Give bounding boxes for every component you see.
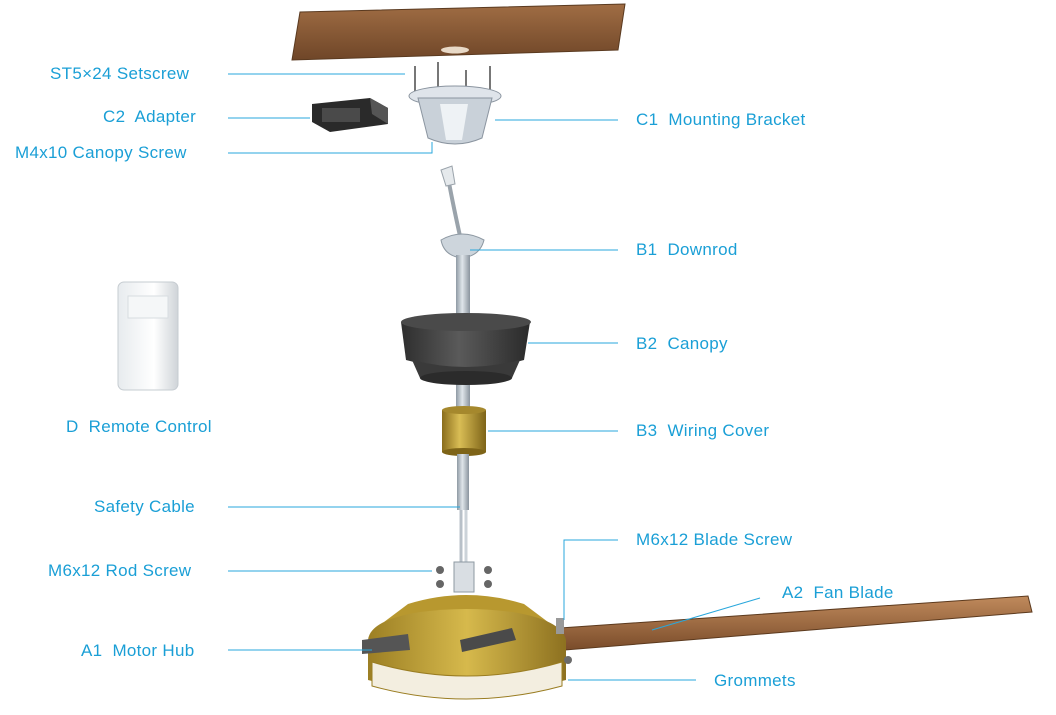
label-m6-rod-screw: M6x12 Rod Screw bbox=[48, 561, 192, 580]
label-c1-mounting-bracket: C1 Mounting Bracket bbox=[636, 110, 806, 129]
wire-bundle bbox=[440, 165, 462, 237]
ceiling-block bbox=[291, 3, 626, 61]
leader-a2-fan-blade bbox=[651, 597, 761, 631]
mounting-bracket-part bbox=[408, 62, 502, 145]
label-m6-blade-screw: M6x12 Blade Screw bbox=[636, 530, 793, 549]
motor-hub-part bbox=[362, 595, 572, 700]
safety-cable-part bbox=[457, 454, 469, 566]
wiring-cover-part bbox=[442, 406, 486, 456]
label-a2-fan-blade: A2 Fan Blade bbox=[782, 583, 894, 602]
rod-screws bbox=[436, 561, 492, 593]
label-b3-wiring-cover: B3 Wiring Cover bbox=[636, 421, 770, 440]
leader-m4-canopy-screw bbox=[228, 142, 433, 154]
fan-blade-part bbox=[559, 595, 1033, 651]
label-c2-adapter: C2 Adapter bbox=[103, 107, 197, 126]
label-m4-canopy-screw: M4x10 Canopy Screw bbox=[15, 143, 187, 162]
remote-control-part bbox=[117, 281, 179, 391]
label-b2-canopy: B2 Canopy bbox=[636, 334, 728, 353]
label-st5-setscrew: ST5×24 Setscrew bbox=[50, 64, 190, 83]
label-a1-motor-hub: A1 Motor Hub bbox=[81, 641, 195, 660]
canopy-part bbox=[401, 313, 531, 385]
leader-m6-blade-screw bbox=[563, 539, 618, 620]
label-d-remote-control: D Remote Control bbox=[66, 417, 212, 436]
label-grommets: Grommets bbox=[714, 671, 796, 690]
leader-lines bbox=[228, 73, 761, 681]
adapter-part bbox=[312, 98, 388, 132]
label-b1-downrod: B1 Downrod bbox=[636, 240, 738, 259]
label-safety-cable: Safety Cable bbox=[94, 497, 195, 516]
